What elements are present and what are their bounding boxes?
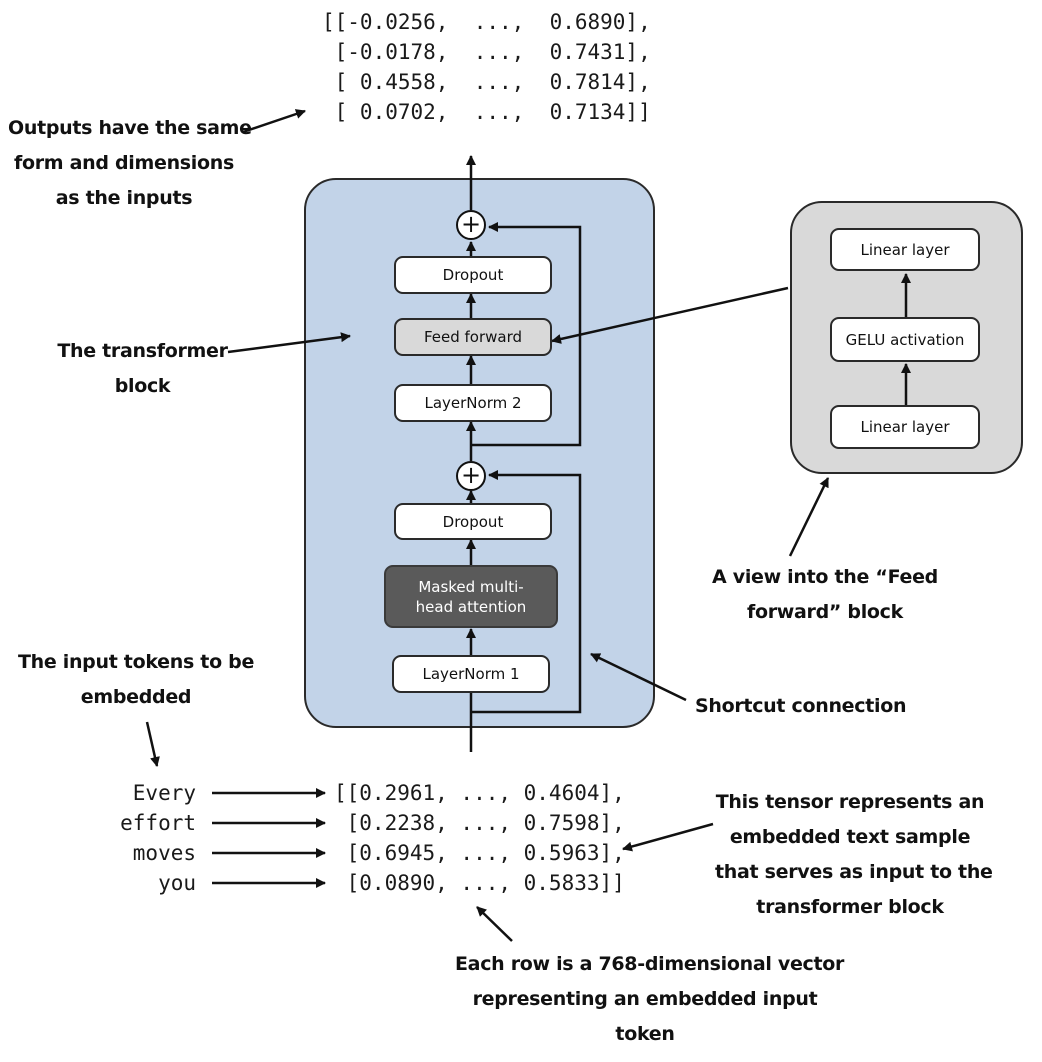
annotation-transformer-block: The transformer block bbox=[45, 334, 240, 404]
pointer-shortcut bbox=[590, 652, 687, 702]
annotation-ff-view-line-1: A view into the “Feed bbox=[712, 566, 938, 588]
annotation-tensor-line-2: embedded text sample bbox=[729, 826, 971, 848]
linear-layer-top-box: Linear layer bbox=[830, 228, 980, 271]
pointer-outputs bbox=[242, 109, 306, 134]
shortcut-path-top bbox=[471, 222, 582, 447]
layernorm-1-box: LayerNorm 1 bbox=[392, 655, 550, 693]
input-tensor-row-3: [0.6945, ..., 0.5963], bbox=[334, 841, 625, 865]
dropout-bottom-box: Dropout bbox=[394, 503, 552, 540]
pointer-tensor bbox=[622, 822, 714, 852]
annotation-row-line-1: Each row is a 768-dimensional vector bbox=[455, 953, 845, 975]
annotation-input-tokens: The input tokens to be embedded bbox=[10, 645, 262, 715]
masked-multi-head-attention-box: Masked multi-head attention bbox=[384, 565, 558, 628]
output-tensor-row-2: [-0.0178, ..., 0.7431], bbox=[322, 40, 651, 64]
annotation-row-line-3: token bbox=[615, 1023, 675, 1045]
annotation-input-tokens-line-1: The input tokens to be bbox=[17, 651, 255, 673]
dropout-top-box: Dropout bbox=[394, 256, 552, 294]
annotation-ff-view-line-2: forward” block bbox=[746, 601, 903, 623]
annotation-outputs-line-2: form and dimensions bbox=[14, 152, 234, 174]
annotation-outputs: Outputs have the same form and dimension… bbox=[8, 111, 252, 216]
annotation-shortcut: Shortcut connection bbox=[695, 689, 907, 724]
input-token-4: you bbox=[158, 871, 196, 895]
output-tensor-row-4: [ 0.0702, ..., 0.7134]] bbox=[322, 100, 651, 124]
output-tensor-row-1: [[-0.0256, ..., 0.6890], bbox=[322, 10, 651, 34]
annotation-outputs-line-1: Outputs have the same bbox=[8, 117, 252, 139]
annotation-tensor: This tensor represents an embedded text … bbox=[715, 785, 993, 925]
layernorm-2-box: LayerNorm 2 bbox=[394, 384, 552, 422]
gelu-activation-box: GELU activation bbox=[830, 317, 980, 362]
annotation-transformer-block-line-1: The transformer bbox=[57, 340, 228, 362]
input-tensor-row-2: [0.2238, ..., 0.7598], bbox=[334, 811, 625, 835]
residual-add-bottom-icon: + bbox=[456, 461, 486, 491]
pointer-feed-forward-view bbox=[551, 286, 789, 344]
annotation-input-tokens-line-2: embedded bbox=[80, 686, 192, 708]
input-tensor-row-4: [0.0890, ..., 0.5833]] bbox=[334, 871, 625, 895]
annotation-row: Each row is a 768-dimensional vector rep… bbox=[455, 947, 845, 1052]
output-tensor-row-3: [ 0.4558, ..., 0.7814], bbox=[322, 70, 651, 94]
annotation-tensor-line-4: transformer block bbox=[756, 896, 944, 918]
annotation-ff-view: A view into the “Feed forward” block bbox=[700, 560, 950, 630]
linear-layer-bottom-box: Linear layer bbox=[830, 405, 980, 449]
input-tensor-row-1: [[0.2961, ..., 0.4604], bbox=[334, 781, 625, 805]
input-token-2: effort bbox=[120, 811, 196, 835]
pointer-transformer-block bbox=[227, 332, 351, 354]
annotation-shortcut-line-1: Shortcut connection bbox=[695, 695, 907, 717]
residual-add-top-icon: + bbox=[456, 210, 486, 240]
pointer-detail-view bbox=[788, 477, 830, 557]
annotation-outputs-line-3: as the inputs bbox=[55, 187, 193, 209]
input-token-1: Every bbox=[132, 781, 196, 805]
annotation-transformer-block-line-2: block bbox=[114, 375, 171, 397]
annotation-tensor-line-3: that serves as input to the bbox=[715, 861, 993, 883]
feed-forward-box: Feed forward bbox=[394, 318, 552, 356]
shortcut-path-bottom bbox=[471, 470, 582, 714]
annotation-tensor-line-1: This tensor represents an bbox=[715, 791, 985, 813]
pointer-input-tokens bbox=[145, 721, 160, 767]
input-token-3: moves bbox=[132, 841, 196, 865]
annotation-row-line-2: representing an embedded input bbox=[472, 988, 818, 1010]
pointer-row bbox=[476, 906, 513, 942]
